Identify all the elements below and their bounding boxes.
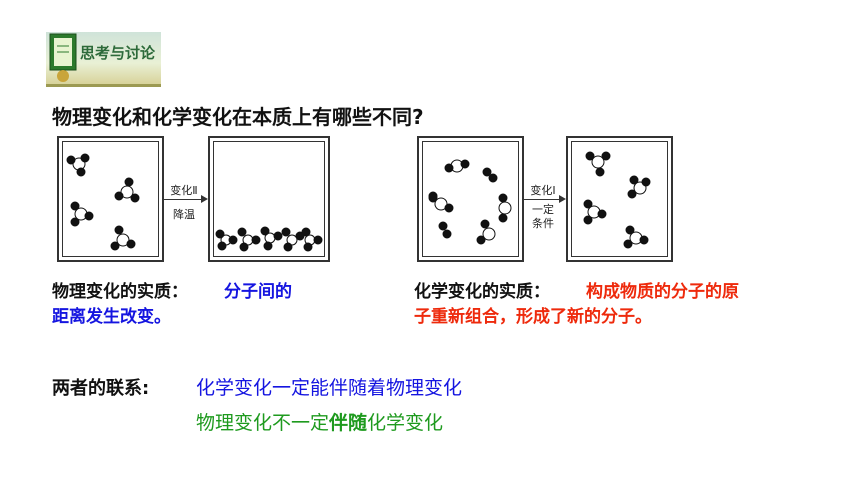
molecule <box>70 201 94 227</box>
physical-before-molecules <box>66 153 140 251</box>
molecule <box>66 153 90 177</box>
book-icon <box>49 33 77 82</box>
chemical-arrow-label-2: 一定 <box>532 203 554 216</box>
relation-label: 两者的联系: <box>52 378 150 399</box>
physical-essence-line2: 距离发生改变。 <box>52 307 171 327</box>
relation-line1: 化学变化一定能伴随着物理变化 <box>196 377 463 399</box>
physical-essence-label: 物理变化的实质： <box>52 282 188 302</box>
arrow-head-icon <box>201 195 208 203</box>
badge-label: 思考与讨论 <box>80 44 156 62</box>
relation-line2-c: 化学变化 <box>367 412 444 434</box>
relation-line2-a: 物理变化不一定 <box>196 412 330 434</box>
chemical-after-molecules <box>583 151 651 249</box>
molecule <box>110 225 136 251</box>
arrow-head-icon <box>559 195 566 203</box>
physical-after-molecules <box>215 226 323 252</box>
chemical-essence-line2: 子重新组合，形成了新的分子。 <box>414 307 652 327</box>
chemical-essence-label: 化学变化的实质： <box>414 282 550 302</box>
physical-arrow-label-2: 降温 <box>173 208 195 221</box>
discussion-badge: 思考与讨论 <box>40 26 161 87</box>
chemical-arrow-label-3: 条件 <box>532 217 554 230</box>
physical-before-box <box>57 136 164 262</box>
chemical-arrow-label-1: 变化Ⅰ <box>530 184 556 197</box>
molecule <box>114 177 140 203</box>
chemical-after-box <box>566 136 673 262</box>
chemical-before-molecules <box>428 159 512 245</box>
relation-line2-b: 伴随 <box>329 412 368 434</box>
physical-arrow-line <box>162 199 206 200</box>
physical-arrow-label-1: 变化Ⅱ <box>170 184 198 197</box>
question-heading: 物理变化和化学变化在本质上有哪些不同? <box>52 105 424 129</box>
relation-line2: 物理变化不一定伴随化学变化 <box>196 408 443 435</box>
physical-essence-line1: 分子间的 <box>224 282 292 302</box>
chemical-arrow-line <box>522 199 564 200</box>
chemical-essence-line1: 构成物质的分子的原 <box>586 282 739 302</box>
